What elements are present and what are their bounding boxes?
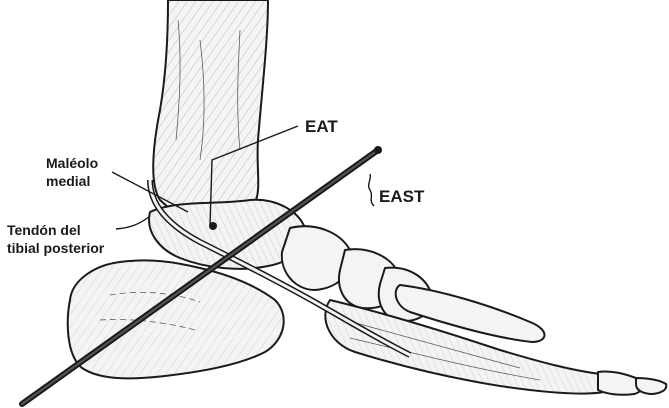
east-leader-line [369, 174, 374, 206]
tendon-label-line2: tibial posterior [7, 240, 105, 256]
eat-label: EAT [305, 117, 338, 136]
calcaneus-bone [68, 260, 284, 378]
malleolus-label-line2: medial [46, 173, 90, 189]
tendon-leader-line [116, 216, 150, 229]
phalanges [598, 371, 666, 394]
malleolus-label-line1: Maléolo [46, 155, 98, 171]
east-label: EAST [379, 187, 425, 206]
tendon-label-line1: Tendón del [7, 222, 81, 238]
